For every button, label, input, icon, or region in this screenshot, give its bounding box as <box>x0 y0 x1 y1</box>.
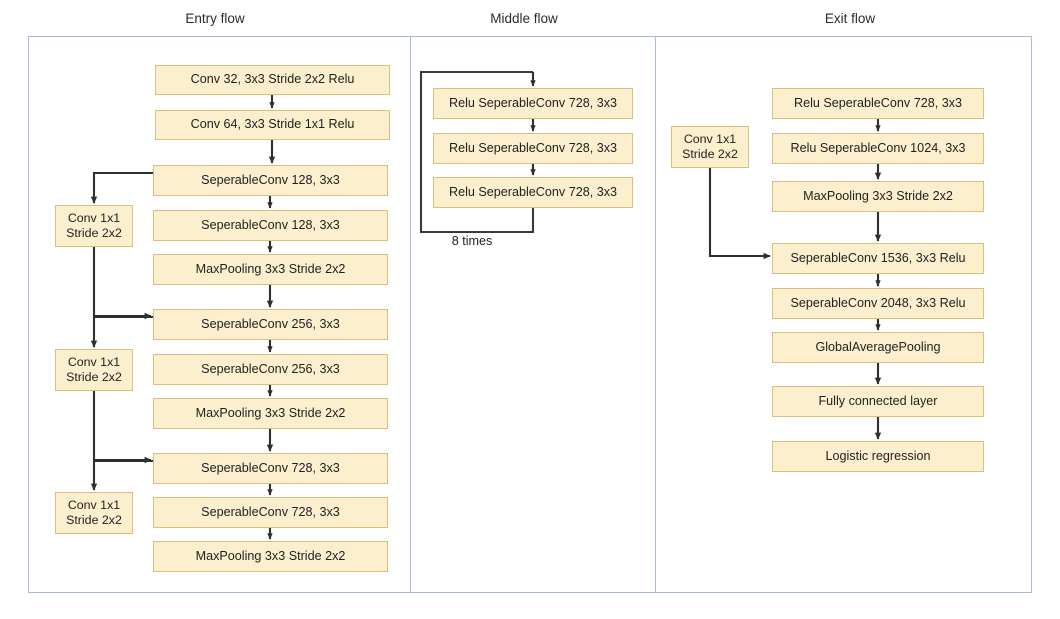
panel-divider-middle-exit <box>655 36 657 593</box>
entry-flow-title: Entry flow <box>185 11 245 26</box>
exit-skip-conv1x1-line1: Conv 1x1 <box>683 131 737 146</box>
exit-node-fully-connected[interactable]: Fully connected layer <box>772 386 984 417</box>
entry-node-conv32[interactable]: Conv 32, 3x3 Stride 2x2 Relu <box>155 65 390 95</box>
middle-flow-title: Middle flow <box>490 11 558 26</box>
entry-skip-conv1x1-1-line1: Conv 1x1 <box>67 210 121 225</box>
exit-node-sepconv2048[interactable]: SeperableConv 2048, 3x3 Relu <box>772 288 984 319</box>
entry-skip-conv1x1-3[interactable]: Conv 1x1 Stride 2x2 <box>55 492 133 534</box>
middle-node-relu-sepconv728-3[interactable]: Relu SeperableConv 728, 3x3 <box>433 177 633 208</box>
entry-skip-conv1x1-2[interactable]: Conv 1x1 Stride 2x2 <box>55 349 133 391</box>
entry-skip-conv1x1-3-line1: Conv 1x1 <box>67 497 121 512</box>
exit-node-sepconv1536[interactable]: SeperableConv 1536, 3x3 Relu <box>772 243 984 274</box>
entry-node-sepconv728-b[interactable]: SeperableConv 728, 3x3 <box>153 497 388 528</box>
exit-node-relu-sepconv1024[interactable]: Relu SeperableConv 1024, 3x3 <box>772 133 984 164</box>
entry-node-sepconv728-a[interactable]: SeperableConv 728, 3x3 <box>153 453 388 484</box>
exit-node-logistic-regression[interactable]: Logistic regression <box>772 441 984 472</box>
entry-node-maxpool-3[interactable]: MaxPooling 3x3 Stride 2x2 <box>153 541 388 572</box>
entry-node-sepconv128-b[interactable]: SeperableConv 128, 3x3 <box>153 210 388 241</box>
middle-loop-repeat-label: 8 times <box>451 234 493 248</box>
exit-flow-title: Exit flow <box>824 11 876 26</box>
panel-divider-entry-middle <box>410 36 412 593</box>
entry-skip-conv1x1-2-line1: Conv 1x1 <box>67 354 121 369</box>
exit-skip-conv1x1-line2: Stride 2x2 <box>682 147 738 161</box>
middle-node-relu-sepconv728-2[interactable]: Relu SeperableConv 728, 3x3 <box>433 133 633 164</box>
middle-node-relu-sepconv728-1[interactable]: Relu SeperableConv 728, 3x3 <box>433 88 633 119</box>
entry-node-sepconv128-a[interactable]: SeperableConv 128, 3x3 <box>153 165 388 196</box>
entry-node-sepconv256-b[interactable]: SeperableConv 256, 3x3 <box>153 354 388 385</box>
entry-node-sepconv256-a[interactable]: SeperableConv 256, 3x3 <box>153 309 388 340</box>
entry-skip-conv1x1-1-line2: Stride 2x2 <box>66 226 122 240</box>
entry-skip-conv1x1-1[interactable]: Conv 1x1 Stride 2x2 <box>55 205 133 247</box>
entry-skip-conv1x1-3-line2: Stride 2x2 <box>66 513 122 527</box>
entry-node-conv64[interactable]: Conv 64, 3x3 Stride 1x1 Relu <box>155 110 390 140</box>
entry-node-maxpool-2[interactable]: MaxPooling 3x3 Stride 2x2 <box>153 398 388 429</box>
entry-skip-conv1x1-2-line2: Stride 2x2 <box>66 370 122 384</box>
exit-node-global-average-pooling[interactable]: GlobalAveragePooling <box>772 332 984 363</box>
entry-node-maxpool-1[interactable]: MaxPooling 3x3 Stride 2x2 <box>153 254 388 285</box>
exit-node-relu-sepconv728[interactable]: Relu SeperableConv 728, 3x3 <box>772 88 984 119</box>
exit-skip-conv1x1[interactable]: Conv 1x1 Stride 2x2 <box>671 126 749 168</box>
exit-node-maxpool[interactable]: MaxPooling 3x3 Stride 2x2 <box>772 181 984 212</box>
diagram-panel <box>28 36 1032 593</box>
